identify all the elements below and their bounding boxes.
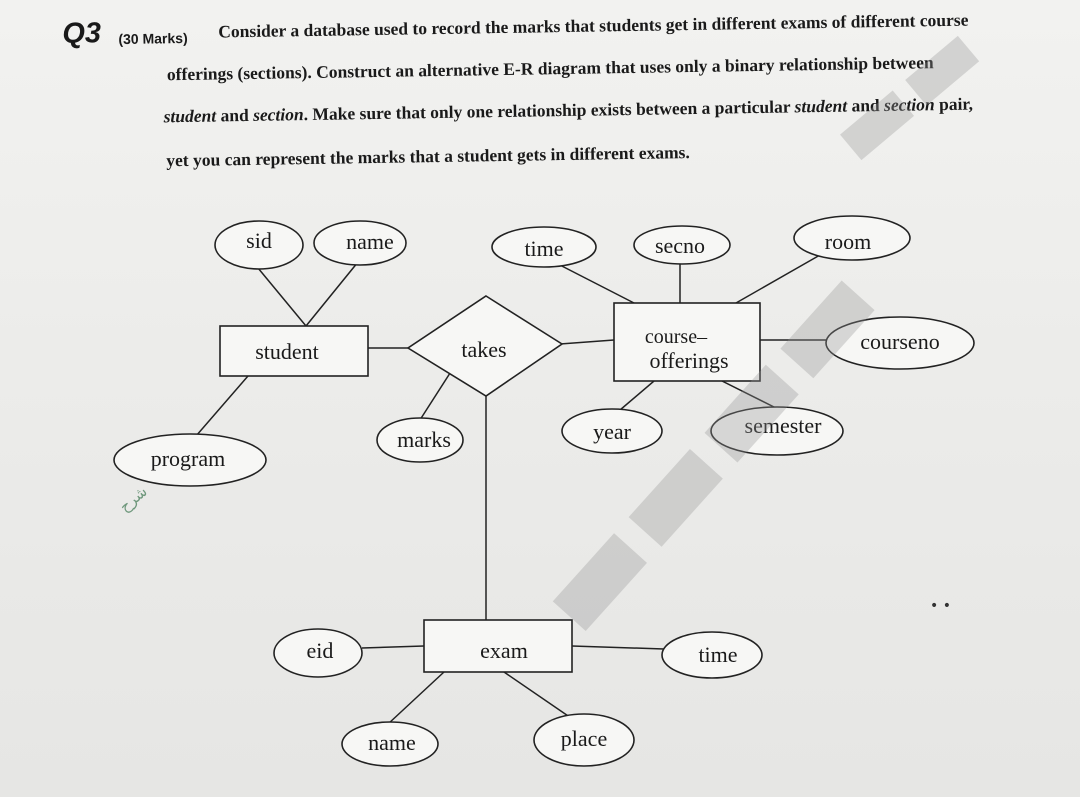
attribute-exam-name xyxy=(341,721,439,767)
attribute-place xyxy=(533,713,635,767)
attribute-exam-time-label: time xyxy=(698,642,737,667)
line-name-student xyxy=(305,261,359,327)
connector-lines xyxy=(195,254,830,725)
attribute-semester xyxy=(710,406,844,456)
attribute-program-label: program xyxy=(151,446,226,471)
margin-dots: • • xyxy=(930,598,951,614)
entity-course-offerings xyxy=(613,302,761,382)
line-sid-student xyxy=(257,267,307,327)
attribute-year-label: year xyxy=(593,419,632,444)
line-eid-exam xyxy=(361,645,425,649)
line-room-courseofferings xyxy=(735,254,821,304)
attribute-student-name-label: name xyxy=(346,229,394,254)
attribute-eid-label: eid xyxy=(307,638,334,663)
attribute-year xyxy=(561,408,663,454)
attribute-courseno xyxy=(825,316,975,370)
attribute-secno-label: secno xyxy=(655,233,705,258)
line-program-student xyxy=(195,375,249,437)
line-takes-courseofferings xyxy=(559,339,615,345)
attribute-secno xyxy=(633,225,731,265)
attribute-exam-time xyxy=(661,631,763,679)
attribute-time xyxy=(491,226,597,268)
line-year-courseofferings xyxy=(619,380,655,411)
line-name-exam xyxy=(387,671,445,725)
entity-course-offerings-label-1: course– xyxy=(645,326,708,348)
attribute-marks-label: marks xyxy=(397,427,451,452)
entity-course-offerings-label-2: offerings xyxy=(649,348,728,373)
attribute-sid-label: sid xyxy=(246,228,272,253)
line-place-exam xyxy=(503,671,575,721)
attribute-exam-name-label: name xyxy=(368,730,416,755)
entity-exam xyxy=(423,619,573,673)
line-semester-courseofferings xyxy=(721,380,777,409)
attribute-room xyxy=(793,215,911,261)
relationship-takes-label: takes xyxy=(461,337,506,362)
entity-student-label: student xyxy=(255,339,319,364)
attribute-sid xyxy=(214,220,304,270)
attribute-marks xyxy=(376,417,464,463)
line-time-courseofferings xyxy=(553,261,635,304)
attribute-eid xyxy=(273,628,363,678)
entity-exam-label: exam xyxy=(480,638,528,663)
line-takes-marks xyxy=(417,369,453,424)
attribute-student-name xyxy=(313,220,407,266)
entity-student xyxy=(219,325,369,377)
attribute-program xyxy=(113,433,267,487)
attribute-time-label: time xyxy=(524,236,563,261)
attribute-semester-label: semester xyxy=(745,413,823,438)
attribute-place-label: place xyxy=(561,726,607,751)
attribute-room-label: room xyxy=(825,229,871,254)
relationship-takes xyxy=(406,295,564,397)
line-time-exam xyxy=(571,645,665,650)
attribute-courseno-label: courseno xyxy=(860,329,939,354)
